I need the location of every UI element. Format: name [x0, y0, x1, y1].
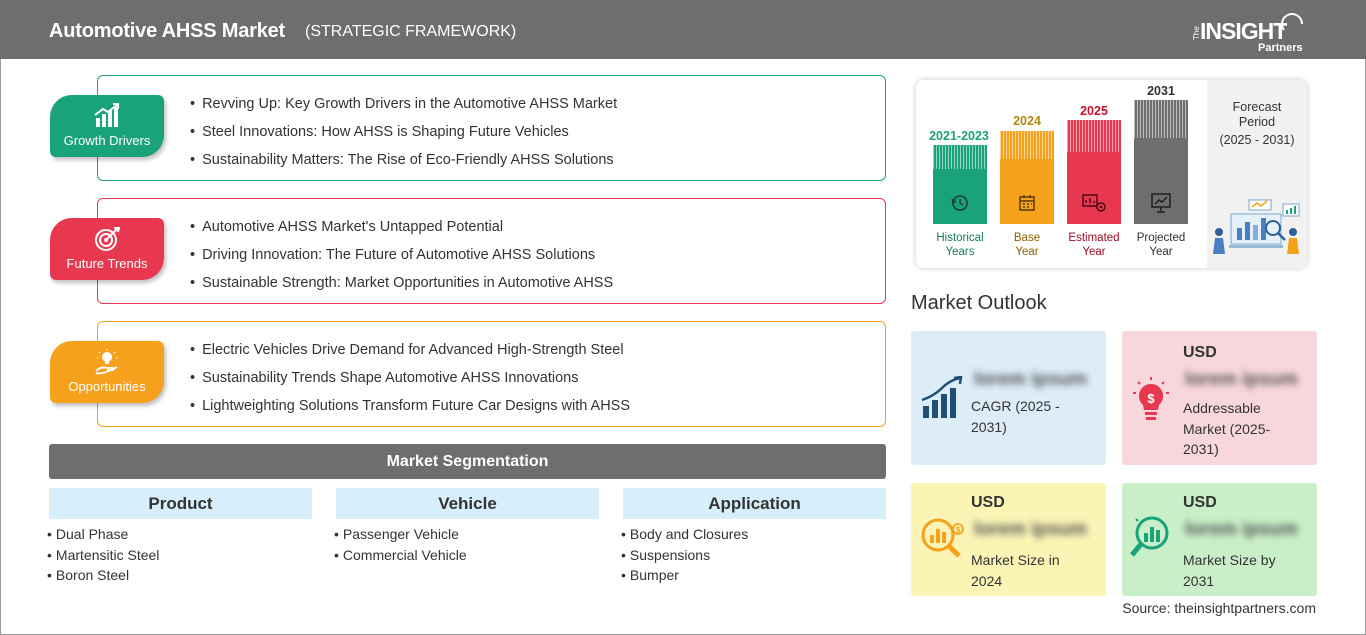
- insight-partners-logo: The INSIGHT Partners: [1192, 10, 1312, 54]
- outlook-desc-line: Addressable: [1183, 400, 1261, 416]
- outlook-card-addressable: USD lorem ipsum $ Addressable Market (20…: [1122, 331, 1317, 465]
- opportunities-badge: Opportunities: [50, 341, 164, 403]
- market-outlook-title: Market Outlook: [911, 292, 1047, 314]
- list-item: Martensitic Steel: [47, 547, 159, 568]
- source-credit: Source: theinsightpartners.com: [1122, 600, 1316, 616]
- timeline-caption-line: Estimated: [1068, 232, 1120, 244]
- projection-board-icon: [1151, 193, 1171, 213]
- segment-list-product: Dual Phase Martensitic Steel Boron Steel: [47, 526, 159, 588]
- magnifier-chart-icon: $: [921, 518, 964, 558]
- analytics-people-icon: [1213, 199, 1300, 254]
- segment-heading-application: Application: [623, 488, 886, 519]
- timeline-year-projected: 2031: [1147, 84, 1175, 98]
- target-icon: [95, 227, 121, 251]
- page-subtitle: (STRATEGIC FRAMEWORK): [305, 23, 517, 40]
- timeline-bar-projected: [1134, 100, 1188, 224]
- segment-list-application: Body and Closures Suspensions Bumper: [621, 526, 748, 588]
- growth-drivers-badge: Growth Drivers: [50, 95, 164, 157]
- svg-text:$: $: [1147, 391, 1155, 406]
- outlook-desc-line: 2031): [1183, 441, 1219, 457]
- badge-label: Growth Drivers: [63, 133, 151, 148]
- list-item: Sustainability Matters: The Rise of Eco-…: [190, 152, 617, 180]
- forecast-line1: Forecast: [1232, 100, 1282, 114]
- history-clock-icon: [951, 195, 968, 211]
- outlook-value: lorem ipsum: [974, 519, 1087, 540]
- list-item: Bumper: [621, 567, 748, 588]
- outlook-card-size-2024: USD lorem ipsum $ Market Size in 2024: [911, 483, 1106, 596]
- header-bar: Automotive AHSS Market (STRATEGIC FRAMEW…: [0, 0, 1366, 59]
- outlook-desc-line: Market (2025-: [1183, 420, 1271, 437]
- outlook-usd-label: USD: [1183, 494, 1217, 511]
- timeline-caption-line: Historical: [936, 232, 984, 244]
- outlook-desc-line: Market Size by: [1183, 552, 1276, 568]
- outlook-value: lorem ipsum: [1185, 369, 1298, 390]
- list-item: Automotive AHSS Market's Untapped Potent…: [190, 219, 613, 247]
- logo-insight-text: INSIGHT: [1200, 18, 1287, 44]
- list-item: Boron Steel: [47, 567, 159, 588]
- segment-list-vehicle: Passenger Vehicle Commercial Vehicle: [334, 526, 467, 567]
- growth-chart-icon: [921, 376, 963, 418]
- page-title: Automotive AHSS Market: [49, 20, 286, 42]
- list-item: Lightweighting Solutions Transform Futur…: [190, 398, 630, 426]
- list-item: Commercial Vehicle: [334, 547, 467, 568]
- calendar-icon: [1019, 195, 1035, 211]
- svg-text:$: $: [956, 526, 961, 535]
- dollar-bulb-icon: $: [1133, 377, 1169, 420]
- list-item: Sustainability Trends Shape Automotive A…: [190, 370, 630, 398]
- segment-heading-product: Product: [49, 488, 312, 519]
- outlook-desc-line: Market Size in: [971, 552, 1060, 568]
- list-item: Steel Innovations: How AHSS is Shaping F…: [190, 124, 617, 152]
- market-segmentation-header: Market Segmentation: [49, 444, 886, 479]
- future-trends-list: Automotive AHSS Market's Untapped Potent…: [190, 219, 613, 303]
- logo-arc-icon: [1281, 13, 1303, 31]
- outlook-usd-label: USD: [971, 494, 1005, 511]
- timeline-caption-line: Projected: [1136, 232, 1186, 244]
- list-item: Driving Innovation: The Future of Automo…: [190, 247, 613, 275]
- opportunities-box: Electric Vehicles Drive Demand for Advan…: [97, 321, 886, 427]
- badge-label: Opportunities: [68, 379, 146, 394]
- outlook-value: lorem ipsum: [974, 369, 1087, 390]
- outlook-card-size-2031: USD lorem ipsum Market Size by 2031: [1122, 483, 1317, 596]
- outlook-desc-line: CAGR (2025 -: [971, 398, 1060, 414]
- timeline-year-base: 2024: [1013, 114, 1041, 128]
- timeline-year-historical: 2021-2023: [929, 129, 989, 143]
- timeline-caption-line: Year: [1015, 246, 1039, 258]
- lightbulb-hand-icon: [95, 349, 118, 375]
- list-item: Sustainable Strength: Market Opportuniti…: [190, 275, 613, 303]
- timeline-caption-line: Base: [1013, 232, 1041, 244]
- forecast-line3: (2025 - 2031): [1219, 133, 1295, 147]
- growth-drivers-list: Revving Up: Key Growth Drivers in the Au…: [190, 96, 617, 180]
- list-item: Passenger Vehicle: [334, 526, 467, 547]
- timeline-caption-line: Year: [1149, 246, 1173, 258]
- future-trends-box: Automotive AHSS Market's Untapped Potent…: [97, 198, 886, 304]
- outlook-usd-label: USD: [1183, 344, 1217, 361]
- list-item: Dual Phase: [47, 526, 159, 547]
- list-item: Body and Closures: [621, 526, 748, 547]
- list-item: Revving Up: Key Growth Drivers in the Au…: [190, 96, 617, 124]
- list-item: Suspensions: [621, 547, 748, 568]
- outlook-desc-line: 2031: [1183, 572, 1215, 589]
- timeline-caption-line: Years: [945, 246, 975, 258]
- growth-drivers-box: Revving Up: Key Growth Drivers in the Au…: [97, 75, 886, 181]
- bar-growth-icon: [94, 103, 119, 127]
- forecast-period-panel: Forecast Period (2025 - 2031): [1207, 80, 1307, 268]
- outlook-value: lorem ipsum: [1185, 519, 1298, 540]
- outlook-desc-line: 2024: [971, 572, 1003, 589]
- opportunities-list: Electric Vehicles Drive Demand for Advan…: [190, 342, 630, 426]
- timeline-bar-base: [1000, 131, 1054, 224]
- estimate-gear-icon: [1082, 194, 1106, 212]
- logo-partners-text: Partners: [1258, 42, 1303, 54]
- future-trends-badge: Future Trends: [50, 218, 164, 280]
- timeline-bar-estimated: [1067, 120, 1121, 224]
- forecast-line2: Period: [1238, 115, 1276, 129]
- badge-label: Future Trends: [66, 256, 148, 271]
- magnifier-bars-icon: [1130, 516, 1169, 557]
- timeline-caption-line: Year: [1082, 246, 1106, 258]
- segment-heading-vehicle: Vehicle: [336, 488, 599, 519]
- outlook-desc-line: 2031): [971, 418, 1007, 435]
- timeline-bar-historical: [933, 145, 987, 224]
- timeline-year-estimated: 2025: [1080, 104, 1108, 118]
- outlook-card-cagr: lorem ipsum CAGR (2025 - 2031): [911, 331, 1106, 465]
- list-item: Electric Vehicles Drive Demand for Advan…: [190, 342, 630, 370]
